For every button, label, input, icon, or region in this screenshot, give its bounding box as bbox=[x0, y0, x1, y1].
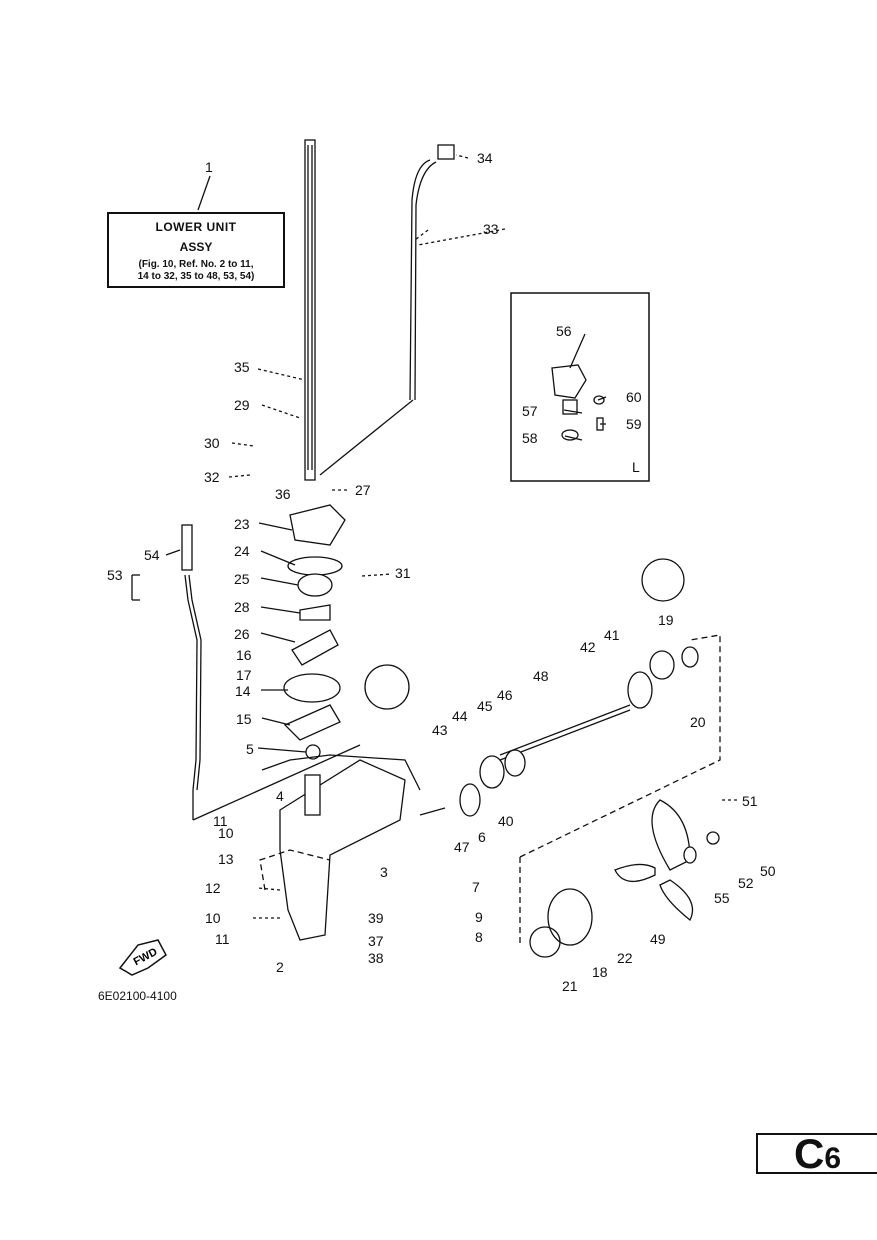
callout-number: 52 bbox=[738, 875, 754, 891]
callout-number: 13 bbox=[218, 851, 234, 867]
callout-number: 6 bbox=[478, 829, 486, 845]
callout-number: 54 bbox=[144, 547, 160, 563]
callout-number: 47 bbox=[454, 839, 470, 855]
page-badge-number: 6 bbox=[824, 1142, 842, 1175]
callout-number: 14 bbox=[235, 683, 251, 699]
callout-number: 21 bbox=[562, 978, 578, 994]
callout-number: 23 bbox=[234, 516, 250, 532]
inset-parts bbox=[551, 364, 605, 441]
callout-number: 35 bbox=[234, 359, 250, 375]
page-badge-letter: C bbox=[793, 1130, 825, 1177]
callout-number: 55 bbox=[714, 890, 730, 906]
callout-number: 7 bbox=[472, 879, 480, 895]
callout-number: 20 bbox=[690, 714, 706, 730]
assy-subtitle: ASSY bbox=[179, 240, 213, 254]
callout-number: 37 bbox=[368, 933, 384, 949]
callout-number: 53 bbox=[107, 567, 123, 583]
callout-number: 8 bbox=[475, 929, 483, 945]
callout-number: 27 bbox=[355, 482, 371, 498]
callout-number: 34 bbox=[477, 150, 493, 166]
callout-number: 11 bbox=[213, 813, 228, 829]
callout-number: 11 bbox=[215, 931, 230, 947]
callout-number: 2 bbox=[276, 959, 284, 975]
callout-number: 59 bbox=[626, 416, 642, 432]
callout-number: 28 bbox=[234, 599, 250, 615]
callout-number: 43 bbox=[432, 722, 448, 738]
callout-number: 50 bbox=[760, 863, 776, 879]
water-pump-parts bbox=[283, 504, 346, 760]
callout-number: 29 bbox=[234, 397, 250, 413]
callout-number: 18 bbox=[592, 964, 608, 980]
callout-number: 10 bbox=[218, 825, 234, 841]
assy-note-line: (Fig. 10, Ref. No. 2 to 11, bbox=[138, 259, 254, 270]
callout-number: 49 bbox=[650, 931, 666, 947]
propeller-shaft-parts bbox=[419, 646, 699, 817]
callout-number: 4 bbox=[276, 788, 284, 804]
callout-number: 36 bbox=[275, 486, 291, 502]
callout-number: 56 bbox=[556, 323, 572, 339]
callout-number: 39 bbox=[368, 910, 384, 926]
callout-number: 38 bbox=[368, 950, 384, 966]
assy-note-line: 14 to 32, 35 to 48, 53, 54) bbox=[137, 271, 255, 282]
callout-number: 19 bbox=[658, 612, 674, 628]
lower-unit-assy-label: LOWER UNIT ASSY (Fig. 10, Ref. No. 2 to … bbox=[107, 212, 285, 288]
callout-number: 9 bbox=[475, 909, 483, 925]
callout-number: 44 bbox=[452, 708, 468, 724]
callout-number: 22 bbox=[617, 950, 633, 966]
inset-frame bbox=[510, 292, 650, 482]
callout-number: 12 bbox=[205, 880, 221, 896]
lower-casing-part bbox=[261, 754, 421, 941]
callout-number: 33 bbox=[483, 221, 499, 237]
callout-numbers: 1 2 3 4 5 6 7 8 9 10 10 11 11 12 13 14 1… bbox=[107, 150, 776, 994]
inset-letter: L bbox=[632, 459, 640, 475]
propeller-part bbox=[529, 799, 720, 958]
callout-number: 5 bbox=[246, 741, 254, 757]
callout-number: 10 bbox=[205, 910, 221, 926]
callout-number: 57 bbox=[522, 403, 538, 419]
callout-number: 17 bbox=[236, 667, 252, 683]
callout-number: 48 bbox=[533, 668, 549, 684]
callout-number: 31 bbox=[395, 565, 411, 581]
diagram-code: 6E02100-4100 bbox=[98, 989, 177, 1003]
callout-number: 40 bbox=[498, 813, 514, 829]
callout-number: 46 bbox=[497, 687, 513, 703]
callout-number: 3 bbox=[380, 864, 388, 880]
page-badge: C6 bbox=[756, 1130, 877, 1177]
callout-number: 58 bbox=[522, 430, 538, 446]
callout-number: 25 bbox=[234, 571, 250, 587]
callout-number: 32 bbox=[204, 469, 220, 485]
drive-shaft-part bbox=[304, 139, 316, 481]
callout-number: 15 bbox=[236, 711, 252, 727]
callout-number: 51 bbox=[742, 793, 758, 809]
callout-number: 41 bbox=[604, 627, 620, 643]
callout-number: 30 bbox=[204, 435, 220, 451]
callout-number: 24 bbox=[234, 543, 250, 559]
fwd-direction-arrow: FWD bbox=[118, 939, 167, 976]
assy-note: (Fig. 10, Ref. No. 2 to 11, 14 to 32, 35… bbox=[109, 259, 283, 283]
callout-number: 26 bbox=[234, 626, 250, 642]
callout-number: 45 bbox=[477, 698, 493, 714]
shift-rod-part bbox=[181, 524, 202, 820]
callout-number: 16 bbox=[236, 647, 252, 663]
callout-number: 42 bbox=[580, 639, 596, 655]
callout-number: 1 bbox=[205, 159, 213, 175]
assy-title: LOWER UNIT bbox=[155, 220, 237, 234]
water-tube-part bbox=[319, 144, 455, 476]
callout-number: 60 bbox=[626, 389, 642, 405]
